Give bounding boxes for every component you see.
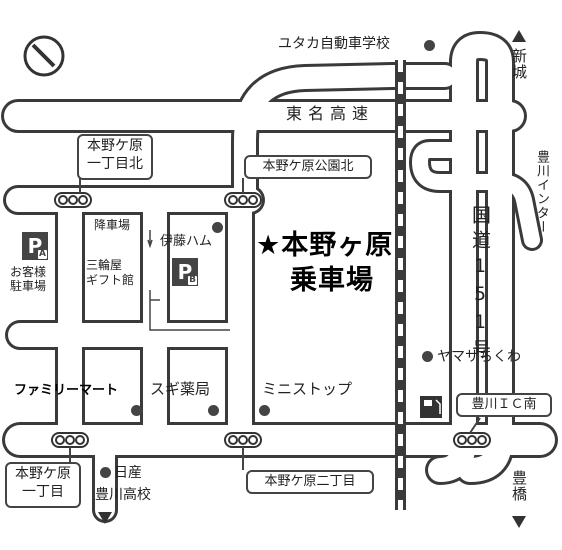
star-icon: ★ [256, 230, 282, 261]
dot-nissan [100, 467, 111, 478]
traffic-signal-icon [224, 432, 262, 448]
compass-icon [23, 35, 65, 77]
direction-arrows [98, 30, 526, 528]
traffic-signal-icon [54, 192, 92, 208]
highway-label: 東名高速 [286, 104, 375, 123]
nissan-label: 日産 [114, 465, 142, 481]
arrow-down-icon [98, 512, 112, 524]
miwaya-label: 三輪屋 ギフト館 [86, 258, 135, 287]
yutaka-school-label: ユタカ自動車学校 [278, 36, 390, 52]
intersection-park-kita: 本野ケ原公園北 [244, 155, 372, 179]
railway-line [395, 60, 406, 510]
gas-station-icon [420, 396, 442, 418]
dot-ito-ham [212, 222, 223, 233]
ito-ham-label: 伊藤ハム [160, 234, 213, 249]
dot-ministop [259, 405, 270, 416]
traffic-signal-icon [51, 432, 89, 448]
ministop-label: ミニストップ [262, 380, 353, 398]
parking-a-icon: P A [22, 232, 48, 260]
direction-north: 新城 [510, 48, 528, 80]
label-connectors [69, 178, 481, 470]
arrow-down-icon [512, 516, 526, 528]
yamasa-label: ヤマサちくわ [437, 349, 521, 365]
route-151-label: 国道151号 [469, 205, 491, 364]
intersection-toyokawa-ic-minami: 豊川ＩＣ南 [456, 393, 552, 417]
toyokawa-high-label: 豊川高校 [95, 487, 151, 503]
direction-south: 豊橋 [510, 470, 528, 502]
dot-sugi [208, 405, 219, 416]
drop-off-label: 降車場 [94, 218, 131, 232]
direction-ic: 豊川インター [534, 150, 549, 234]
intersection-honnogahara-2: 本野ケ原二丁目 [246, 470, 374, 494]
familymart-label: ファミリーマート [14, 383, 119, 398]
sugi-label: スギ薬局 [150, 380, 211, 398]
pickup-title: ★本野ヶ原 [256, 232, 393, 259]
title-line2: 乗車場 [290, 265, 374, 296]
parking-area-lines [147, 230, 230, 331]
parking-b-icon: P B [172, 258, 198, 286]
dot-yamasa [422, 351, 433, 362]
intersection-honnogahara-1: 本野ケ原 一丁目 [5, 462, 81, 508]
customer-parking-label: お客様 駐車場 [10, 265, 47, 294]
traffic-signal-icon [224, 192, 262, 208]
dot-yutaka-school [424, 40, 435, 51]
arrow-up-icon [512, 30, 526, 42]
title-line1: 本野ヶ原 [281, 230, 394, 261]
roads-fills [4, 34, 555, 520]
dot-familymart [131, 405, 142, 416]
intersection-honnogahara-1-kita: 本野ケ原 一丁目北 [77, 134, 153, 180]
traffic-signal-icon [453, 432, 491, 448]
